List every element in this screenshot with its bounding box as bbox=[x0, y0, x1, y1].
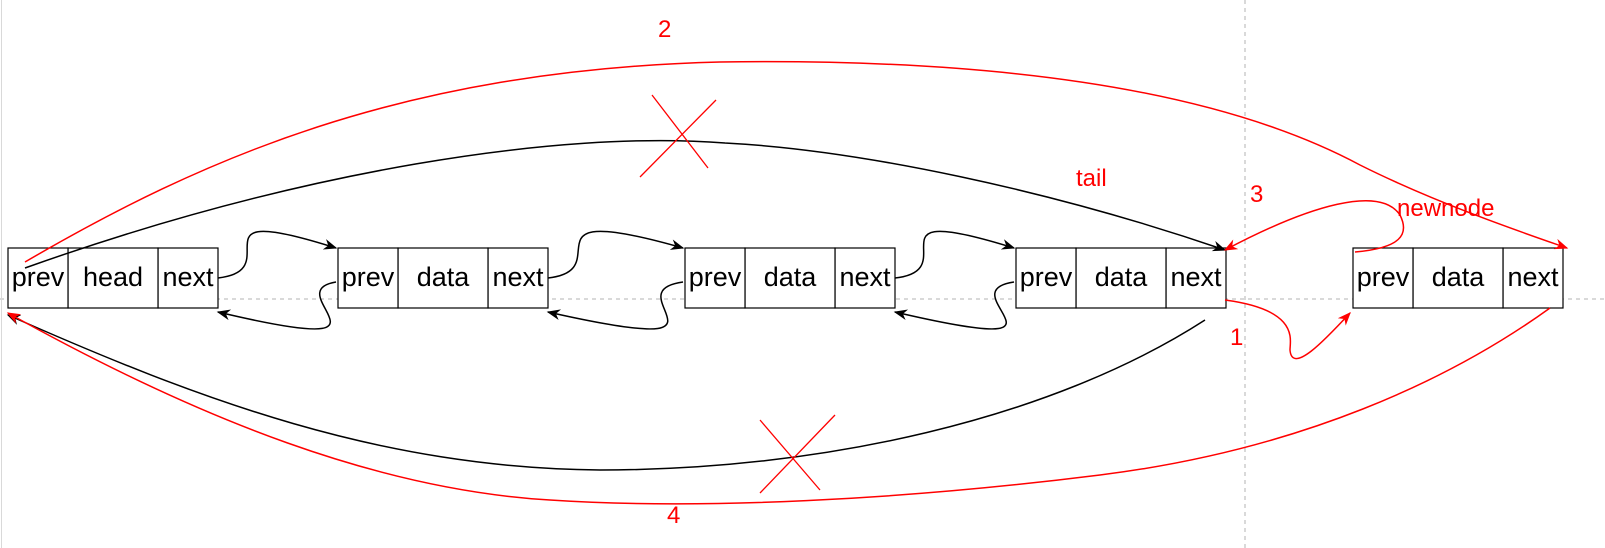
backward-link-2 bbox=[546, 281, 684, 330]
next-cell bbox=[157, 247, 219, 309]
old-head-to-tail-link bbox=[24, 139, 1227, 269]
backward-link-3 bbox=[893, 281, 1015, 330]
prev-cell bbox=[7, 247, 69, 309]
node-data-label: data bbox=[1095, 262, 1149, 292]
node-data-label: data bbox=[1432, 262, 1486, 292]
prev-cell bbox=[1015, 247, 1077, 309]
link-step-2 bbox=[24, 60, 1569, 263]
data-cell bbox=[1412, 247, 1504, 309]
step-2-label: 2 bbox=[658, 16, 671, 43]
node-head-label: head bbox=[83, 262, 143, 292]
forward-link-1 bbox=[217, 230, 338, 279]
nodes-layer: prev head next prev data next prev data … bbox=[7, 247, 1564, 309]
prev-cell bbox=[1352, 247, 1414, 309]
data-cell bbox=[1075, 247, 1167, 309]
data-cell bbox=[67, 247, 159, 309]
node-data-label: data bbox=[417, 262, 471, 292]
cross-mark-bottom bbox=[759, 414, 836, 494]
prev-cell bbox=[684, 247, 746, 309]
node-next-label: next bbox=[162, 262, 214, 292]
backward-link-1 bbox=[216, 281, 337, 330]
node-prev-label: prev bbox=[342, 262, 395, 292]
data-node-1: prev data next bbox=[337, 247, 549, 309]
node-next-label: next bbox=[1170, 262, 1222, 292]
link-step-1 bbox=[1224, 299, 1351, 360]
next-cell bbox=[487, 247, 549, 309]
node-prev-label: prev bbox=[12, 262, 65, 292]
forward-link-2 bbox=[547, 230, 685, 279]
step-3-label: 3 bbox=[1250, 181, 1263, 208]
tail-node: prev data next bbox=[1015, 247, 1227, 309]
prev-cell bbox=[337, 247, 399, 309]
newnode-label: newnode bbox=[1397, 195, 1494, 222]
node-prev-label: prev bbox=[689, 262, 742, 292]
data-cell bbox=[744, 247, 836, 309]
node-prev-label: prev bbox=[1020, 262, 1073, 292]
tail-label: tail bbox=[1076, 165, 1107, 192]
data-cell bbox=[397, 247, 489, 309]
old-tail-to-head-link bbox=[6, 314, 1206, 471]
step-1-label: 1 bbox=[1230, 324, 1243, 351]
forward-link-3 bbox=[894, 230, 1016, 279]
new-node: prev data next bbox=[1352, 247, 1564, 309]
next-cell bbox=[1502, 247, 1564, 309]
node-prev-label: prev bbox=[1357, 262, 1410, 292]
cross-mark-top bbox=[639, 94, 717, 178]
node-next-label: next bbox=[1507, 262, 1559, 292]
link-step-4 bbox=[6, 307, 1551, 505]
data-node-2: prev data next bbox=[684, 247, 896, 309]
head-node: prev head next bbox=[7, 247, 219, 309]
step-4-label: 4 bbox=[667, 502, 680, 529]
link-step-3 bbox=[1223, 199, 1405, 253]
node-next-label: next bbox=[492, 262, 544, 292]
node-data-label: data bbox=[764, 262, 818, 292]
node-next-label: next bbox=[839, 262, 891, 292]
next-cell bbox=[1165, 247, 1227, 309]
